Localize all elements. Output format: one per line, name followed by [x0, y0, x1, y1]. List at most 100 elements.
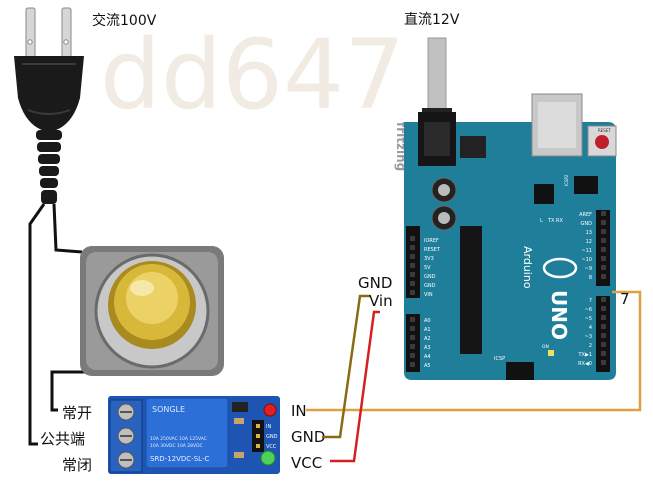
relay-model: SRD-12VDC-SL-C	[150, 455, 209, 463]
icsp-label: ICSP	[494, 356, 505, 362]
ac-plug	[14, 7, 84, 204]
power-pin-label-5: GND	[424, 283, 436, 289]
relay-rating-2: 10A 30VDC 10A 28VDC	[150, 443, 203, 449]
analog-pin-0	[410, 317, 415, 322]
relay-module: SONGLE 10A 250VAC 10A 125VAC 10A 30VDC 1…	[108, 396, 280, 474]
relay-no-label: 常开	[62, 404, 92, 422]
digital-bottom-pin-label-6: TX▶1	[577, 352, 592, 358]
relay-nc-label: 常闭	[62, 456, 92, 474]
analog-pin-4	[410, 353, 415, 358]
digital-top-pin-3	[601, 238, 606, 243]
analog-pin-1	[410, 326, 415, 331]
indicator-lamp	[80, 246, 224, 376]
digital-top-pin-label-3: 12	[586, 239, 592, 245]
power-pin-label-4: GND	[424, 274, 436, 280]
analog-pin-3	[410, 344, 415, 349]
digital-top-pin-label-0: AREF	[579, 212, 592, 218]
digital-top-pin-5	[601, 256, 606, 261]
digital-bottom-pin-4	[601, 333, 606, 338]
digital-bottom-pin-label-7: RX◀0	[578, 361, 592, 367]
digital-bottom-pin-label-3: 4	[589, 325, 592, 331]
digital-bottom-pin-5	[601, 342, 606, 347]
relay-pin-gnd: GND	[266, 434, 278, 440]
icsp2-label: ICSP2	[564, 174, 569, 186]
digital-top-pin-6	[601, 265, 606, 270]
led-rx: RX	[556, 218, 563, 224]
digital-bottom-pin-6	[601, 351, 606, 356]
digital-top-pin-label-7: 8	[589, 275, 592, 281]
digital-top-pin-1	[601, 220, 606, 225]
digital-top-pin-label-2: 13	[586, 230, 592, 236]
power-pin-6	[410, 290, 415, 295]
digital-bottom-pin-label-4: ~3	[585, 334, 592, 340]
analog-pin-2	[410, 335, 415, 340]
digital-top-pin-0	[601, 211, 606, 216]
wire-in	[306, 290, 642, 412]
vin-label: Vin	[369, 292, 393, 310]
power-pin-label-6: VIN	[424, 292, 433, 298]
watermark: dd647	[100, 19, 405, 131]
pin7-label: 7	[620, 290, 630, 308]
digital-bottom-pin-2	[601, 315, 606, 320]
led-tx: TX	[547, 218, 555, 224]
header-pins	[410, 211, 606, 367]
analog-pin-label-3: A3	[424, 345, 431, 351]
relay-com-label: 公共端	[40, 430, 85, 448]
analog-pin-label-0: A0	[424, 318, 431, 324]
power-pin-0	[410, 236, 415, 241]
relay-pin-in: IN	[266, 424, 271, 430]
digital-bottom-pin-7	[601, 360, 606, 365]
digital-bottom-pin-label-0: 7	[589, 298, 592, 304]
signal-wires	[306, 290, 642, 463]
power-pin-label-0: IOREF	[424, 238, 439, 244]
power-pin-1	[410, 245, 415, 250]
analog-pin-label-2: A2	[424, 336, 431, 342]
arduino-gnd-label: GND	[358, 274, 392, 292]
digital-top-pin-label-6: ~9	[585, 266, 592, 272]
analog-pin-label-1: A1	[424, 327, 431, 333]
digital-bottom-pin-label-1: ~6	[585, 307, 592, 313]
digital-top-labels: AREF GND 13 12 ~11 ~10 ~9 8	[579, 212, 592, 281]
vcc-label: VCC	[291, 454, 322, 472]
digital-bottom-pin-3	[601, 324, 606, 329]
digital-bottom-pin-label-2: ~5	[585, 316, 592, 322]
analog-pin-label-4: A4	[424, 354, 431, 360]
power-pin-4	[410, 272, 415, 277]
on-label: ON	[542, 344, 549, 350]
ac-power-label: 交流100V	[92, 12, 157, 29]
digital-bottom-pin-0	[601, 297, 606, 302]
arduino-uno-board: RESET ICSP2 L TX RX Arduino UNO ICSP ON …	[404, 93, 617, 380]
reset-label: RESET	[598, 128, 611, 133]
dc-cable	[422, 37, 452, 122]
arduino-model: UNO	[547, 290, 571, 340]
power-pin-3	[410, 263, 415, 268]
digital-top-pin-label-5: ~10	[581, 257, 592, 263]
relay-brand: SONGLE	[152, 405, 185, 414]
relay-pin-vcc: VCC	[266, 444, 277, 450]
arduino-brand: Arduino	[521, 246, 534, 289]
digital-bottom-labels: 7 ~6 ~5 4 ~3 2TX▶1RX◀0	[577, 298, 592, 367]
wire-gnd	[322, 294, 370, 439]
digital-bottom-pin-label-5: 2	[589, 343, 592, 349]
power-pin-5	[410, 281, 415, 286]
analog-pin-5	[410, 362, 415, 367]
digital-top-pin-label-4: ~11	[581, 248, 592, 254]
power-pin-label-2: 3V3	[424, 256, 434, 262]
power-pin-label-1: RESET	[424, 247, 441, 253]
dc-power-label: 直流12V	[404, 11, 460, 28]
digital-top-pin-2	[601, 229, 606, 234]
analog-pin-label-5: A5	[424, 363, 431, 369]
relay-gnd-label: GND	[291, 428, 325, 446]
digital-top-pin-label-1: GND	[581, 221, 593, 227]
power-pin-label-3: 5V	[424, 265, 431, 271]
wire-vcc	[330, 310, 380, 463]
relay-rating-1: 10A 250VAC 10A 125VAC	[150, 436, 207, 442]
digital-top-pin-7	[601, 274, 606, 279]
in-label: IN	[291, 402, 307, 420]
power-pin-2	[410, 254, 415, 259]
led-l: L	[540, 218, 543, 224]
ac-wires	[28, 203, 86, 446]
power-header-labels: IOREF RESET 3V3 5V GND GND VIN	[424, 238, 441, 298]
